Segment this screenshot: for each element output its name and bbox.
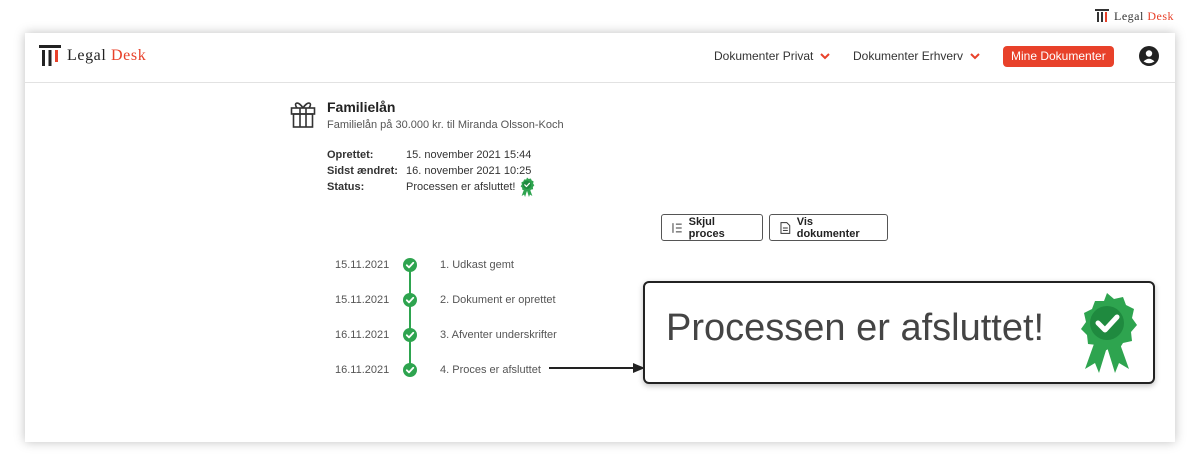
legal-desk-logo[interactable]: Legal Desk	[39, 44, 146, 68]
check-circle-icon	[403, 363, 417, 377]
pillar-logo-icon	[1095, 9, 1109, 22]
step-label: 3. Afventer underskrifter	[440, 329, 557, 341]
nav-label: Dokumenter Erhverv	[853, 49, 964, 63]
user-account-icon[interactable]	[1139, 46, 1159, 66]
callout-text: Processen er afsluttet!	[666, 307, 1045, 349]
document-icon	[780, 221, 791, 234]
corner-brand-logo: Legal Desk	[1094, 8, 1174, 24]
meta-label: Oprettet:	[327, 149, 374, 161]
timeline-step: 15.11.2021 1. Udkast gemt	[335, 256, 514, 274]
meta-label: Status:	[327, 181, 365, 193]
logo-word-legal: Legal	[67, 47, 107, 64]
meta-row-created: Oprettet: 15. november 2021 15:44	[327, 147, 535, 163]
meta-label: Sidst ændret:	[327, 165, 398, 177]
step-date: 15.11.2021	[335, 294, 390, 306]
completed-badge-icon	[521, 177, 535, 197]
step-label: 2. Dokument er oprettet	[440, 294, 556, 306]
timeline-step: 15.11.2021 2. Dokument er oprettet	[335, 291, 556, 309]
logo-word-desk: Desk	[111, 47, 147, 64]
timeline-step: 16.11.2021 4. Proces er afsluttet	[335, 361, 541, 379]
timeline-step: 16.11.2021 3. Afventer underskrifter	[335, 326, 557, 344]
mine-dokumenter-button[interactable]: Mine Dokumenter	[1003, 46, 1114, 67]
meta-value: 16. november 2021 10:25	[406, 165, 532, 177]
brand-word-desk: Desk	[1147, 8, 1174, 23]
step-date: 15.11.2021	[335, 259, 390, 271]
nav-dokumenter-erhverv[interactable]: Dokumenter Erhverv	[853, 49, 981, 63]
brand-word-legal: Legal	[1114, 8, 1144, 23]
document-subtitle: Familielån på 30.000 kr. til Miranda Ols…	[327, 119, 564, 131]
meta-value: 15. november 2021 15:44	[406, 149, 532, 161]
button-label: Vis dokumenter	[796, 215, 860, 240]
gift-icon	[290, 102, 316, 128]
step-date: 16.11.2021	[335, 364, 390, 376]
step-label: 4. Proces er afsluttet	[440, 364, 541, 376]
step-label: 1. Udkast gemt	[440, 259, 514, 271]
step-date: 16.11.2021	[335, 329, 390, 341]
check-circle-icon	[403, 293, 417, 307]
app-window: Legal Desk Dokumenter Privat Dokumenter …	[25, 33, 1175, 442]
chevron-down-icon	[820, 53, 831, 60]
show-documents-button[interactable]: Vis dokumenter	[769, 214, 888, 241]
meta-row-status: Status: Processen er afsluttet!	[327, 177, 535, 197]
chevron-down-icon	[970, 53, 980, 60]
check-circle-icon	[403, 328, 417, 342]
completed-badge-icon	[1081, 293, 1137, 373]
nav-dokumenter-privat[interactable]: Dokumenter Privat	[714, 49, 831, 63]
meta-row-modified: Sidst ændret: 16. november 2021 10:25	[327, 163, 535, 179]
arrow-right-icon	[549, 363, 645, 373]
nav-label: Dokumenter Privat	[714, 49, 814, 63]
pillar-logo-icon	[39, 45, 61, 66]
list-icon	[672, 222, 682, 233]
hide-process-button[interactable]: Skjul proces	[661, 214, 763, 241]
document-title: Familielån	[327, 99, 396, 115]
timeline-connector	[409, 266, 411, 371]
check-circle-icon	[403, 258, 417, 272]
top-navigation-bar: Legal Desk Dokumenter Privat Dokumenter …	[25, 33, 1175, 83]
status-value: Processen er afsluttet!	[406, 181, 516, 193]
button-label: Skjul proces	[688, 215, 725, 240]
status-callout: Processen er afsluttet!	[643, 281, 1155, 384]
document-metadata: Oprettet: 15. november 2021 15:44 Sidst …	[327, 147, 535, 197]
